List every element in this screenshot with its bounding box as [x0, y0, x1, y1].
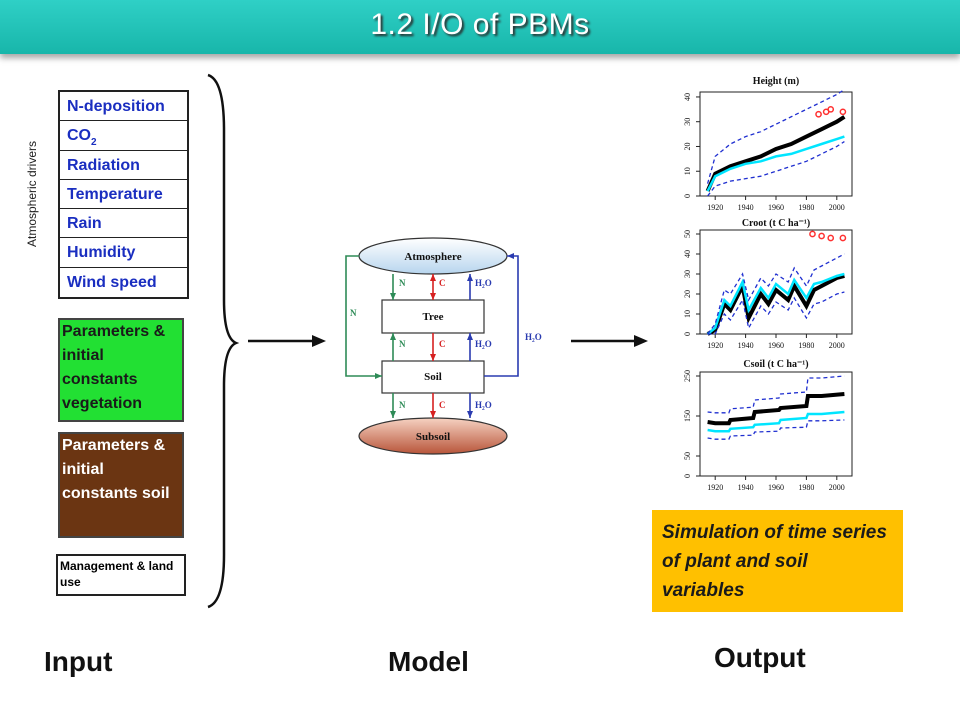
- x-tick-label: 1920: [707, 483, 723, 492]
- observation-point: [827, 105, 835, 113]
- x-tick-label: 2000: [829, 341, 845, 350]
- chart-title: Croot (t C ha⁻¹): [742, 218, 810, 229]
- n-label-atm-tree: N: [399, 278, 406, 288]
- observation-point: [815, 110, 822, 118]
- x-tick-label: 1980: [798, 483, 814, 492]
- driver-wind-speed: Wind speed: [67, 273, 157, 291]
- x-tick-label: 1960: [768, 483, 784, 492]
- y-tick-label: 40: [683, 250, 692, 258]
- c-label-tree-soil: C: [439, 339, 446, 349]
- y-tick-label: 20: [683, 142, 692, 150]
- series-line-3: [706, 88, 845, 184]
- atmospheric-drivers-table: N-deposition CO2 Radiation Temperature R…: [58, 90, 189, 300]
- y-tick-label: 20: [683, 290, 692, 298]
- tree-label: Tree: [423, 311, 444, 323]
- y-tick-label: 250: [683, 370, 692, 382]
- model-to-output-arrowhead: [634, 335, 648, 347]
- x-tick-label: 2000: [829, 483, 845, 492]
- x-tick-label: 1980: [798, 341, 814, 350]
- series-line-3: [707, 253, 845, 335]
- n-label-soil-subsoil: N: [399, 400, 406, 410]
- model-label: Model: [388, 646, 469, 677]
- series-line-2: [706, 272, 845, 335]
- x-tick-label: 1960: [768, 341, 784, 350]
- n-loop-left: [345, 255, 382, 377]
- observation-point: [839, 108, 847, 116]
- subsoil-label: Subsoil: [416, 431, 450, 443]
- input-to-model-arrowhead: [312, 335, 326, 347]
- soil-node: [381, 360, 485, 394]
- c-label-atm-tree: C: [439, 278, 446, 288]
- y-tick-label: 40: [683, 93, 692, 101]
- y-tick-label: 10: [683, 167, 692, 175]
- x-tick-label: 1940: [738, 203, 754, 212]
- x-tick-label: 1940: [738, 483, 754, 492]
- h2o-label-atm-tree: H₂O: [475, 278, 492, 288]
- n-label-tree-soil: N: [399, 339, 406, 349]
- x-tick-label: 1940: [738, 341, 754, 350]
- y-tick-label: 0: [683, 194, 692, 198]
- y-tick-label: 30: [683, 270, 692, 278]
- x-tick-label: 1960: [768, 203, 784, 212]
- y-tick-label: 10: [683, 310, 692, 318]
- series-line-4: [707, 419, 845, 440]
- y-tick-label: 30: [683, 118, 692, 126]
- driver-humidity: Humidity: [60, 238, 187, 268]
- curly-brace: [207, 73, 240, 609]
- series-line-1: [707, 392, 845, 426]
- atmosphere-label: Atmosphere: [404, 251, 461, 263]
- chart-title: Height (m): [753, 76, 799, 87]
- h2o-label-tree-soil: H₂O: [475, 339, 492, 349]
- tree-node: [381, 299, 485, 334]
- series-line-1: [705, 115, 846, 192]
- series-line-2: [707, 410, 845, 433]
- observation-point: [839, 234, 847, 242]
- x-tick-label: 1920: [707, 341, 723, 350]
- y-tick-label: 150: [683, 410, 692, 422]
- x-tick-label: 1920: [707, 203, 723, 212]
- x-tick-label: 2000: [829, 203, 845, 212]
- y-tick-label: 0: [683, 474, 692, 478]
- soil-label: Soil: [424, 371, 442, 383]
- co2-subscript: 2: [91, 137, 97, 149]
- slide-title: 1.2 I/O of PBMs: [370, 8, 590, 41]
- chart-title: Csoil (t C ha⁻¹): [743, 359, 808, 370]
- observation-point: [818, 232, 825, 240]
- driver-co2: CO2: [60, 121, 187, 151]
- driver-radiation: Radiation: [60, 151, 187, 180]
- soil-parameters-box: Parameters & initial constants soil: [58, 432, 184, 538]
- series-line-4: [707, 291, 845, 335]
- management-box: Management & land use: [56, 554, 186, 596]
- vegetation-parameters-box: Parameters & initial constants vegetatio…: [58, 318, 184, 422]
- y-tick-label: 50: [683, 452, 692, 460]
- observation-point: [827, 234, 835, 242]
- h2o-label-loop: H₂O: [525, 332, 542, 342]
- y-tick-label: 50: [683, 230, 692, 238]
- output-label: Output: [714, 642, 806, 673]
- x-tick-label: 1980: [798, 203, 814, 212]
- simulation-description: Simulation of time series of plant and s…: [652, 510, 903, 612]
- n-label-loop: N: [350, 308, 357, 318]
- observation-point: [809, 230, 816, 238]
- series-line-1: [706, 274, 845, 336]
- series-line-3: [707, 375, 845, 414]
- c-label-soil-subsoil: C: [439, 400, 446, 410]
- series-line-2: [706, 135, 845, 192]
- series-line-4: [707, 140, 845, 197]
- driver-rain: Rain: [60, 209, 187, 239]
- input-label: Input: [44, 646, 113, 677]
- driver-temperature: Temperature: [60, 180, 187, 210]
- h2o-label-soil-subsoil: H₂O: [475, 400, 492, 410]
- driver-n-deposition: N-deposition: [60, 92, 187, 122]
- y-tick-label: 0: [683, 332, 692, 336]
- title-bar: [0, 0, 960, 54]
